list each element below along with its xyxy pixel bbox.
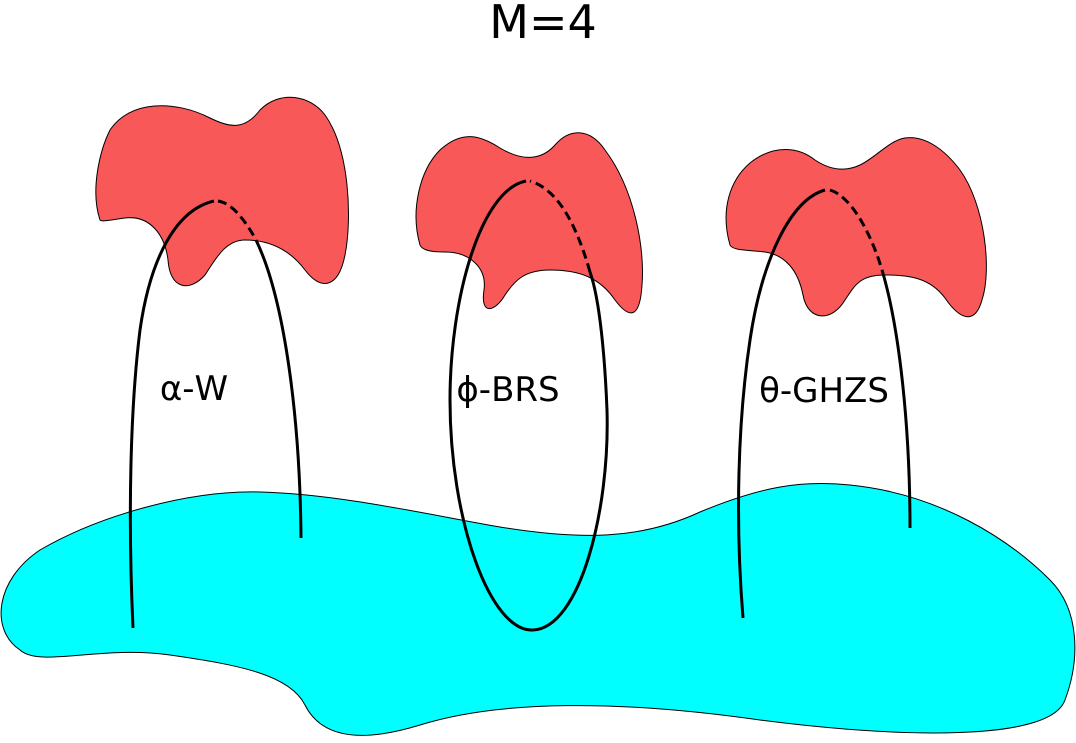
label-theta-ghzs: θ-GHZS <box>759 371 889 411</box>
string-middle-front <box>448 179 609 632</box>
bottom-brane <box>0 483 1076 736</box>
diagram-title: M=4 <box>489 0 597 49</box>
top-brane-right <box>725 137 987 318</box>
string-right-hidden-segment <box>829 188 884 271</box>
string-left-hidden-segment <box>217 199 258 241</box>
top-brane-middle <box>415 132 643 314</box>
label-phi-brs: ϕ-BRS <box>456 370 559 410</box>
string-left-back-leg <box>254 239 303 539</box>
label-alpha-w: α-W <box>160 369 228 409</box>
string-middle-hidden-segment <box>529 179 592 273</box>
string-right-front-leg <box>737 188 826 619</box>
string-right-back-leg <box>880 269 912 529</box>
top-brane-left <box>95 96 349 287</box>
string-left-front-leg <box>128 199 215 629</box>
